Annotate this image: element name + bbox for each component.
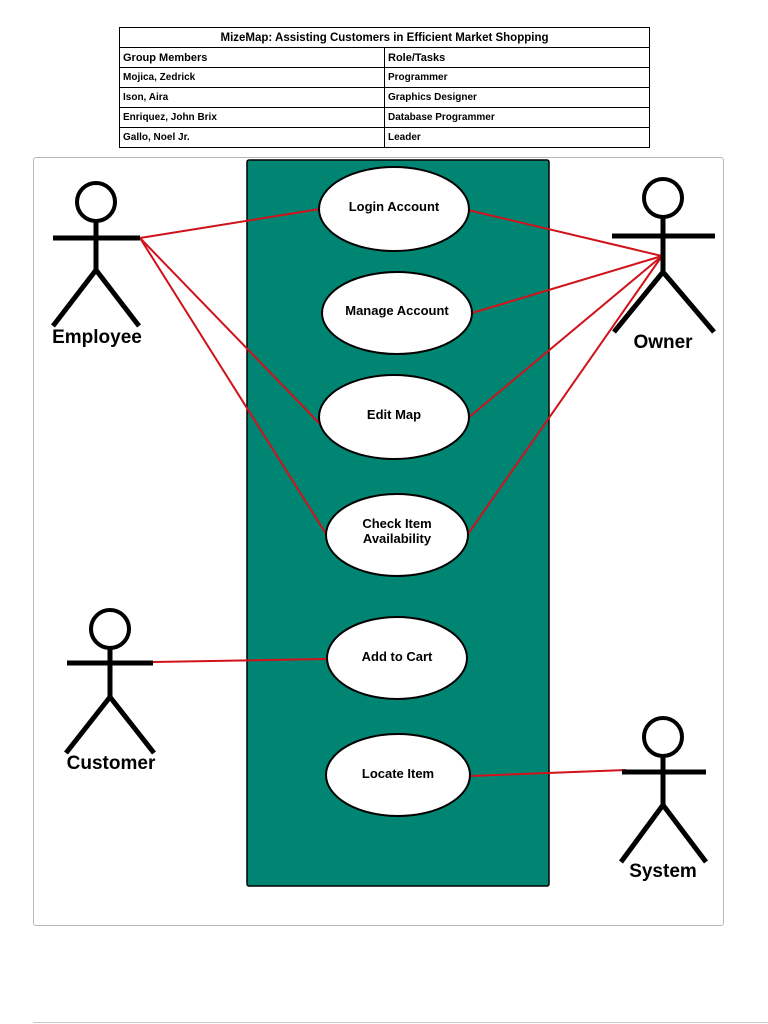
actor-system xyxy=(618,716,708,864)
actor-customer xyxy=(64,608,156,755)
table-row: Gallo, Noel Jr. Leader xyxy=(119,127,650,148)
group-info-table: MizeMap: Assisting Customers in Efficien… xyxy=(119,27,650,148)
association-owner-edit-map xyxy=(467,255,663,419)
role-cell: Leader xyxy=(384,127,650,148)
actor-label-system: System xyxy=(629,861,697,882)
actor-label-employee: Employee xyxy=(52,327,142,348)
actor-label-owner: Owner xyxy=(633,332,693,353)
use-case-label: Locate Item xyxy=(362,766,434,781)
user-icon xyxy=(89,608,131,650)
page-divider xyxy=(33,1022,768,1023)
association-system-locate xyxy=(469,769,627,777)
association-employee-check-item xyxy=(139,237,329,538)
actor-owner xyxy=(612,177,716,334)
association-customer-add-cart xyxy=(152,658,328,663)
actor-employee xyxy=(51,181,141,328)
use-case-edit-map: Edit Map xyxy=(318,374,470,460)
association-owner-manage xyxy=(471,255,663,314)
association-owner-check-item xyxy=(467,255,663,535)
actor-label-customer: Customer xyxy=(67,753,156,774)
use-case-check-item-availability: Check Item Availability xyxy=(325,493,469,577)
association-employee-login xyxy=(139,208,321,239)
use-case-manage-account: Manage Account xyxy=(321,271,473,355)
use-case-label: Check Item xyxy=(362,516,431,531)
use-case-label: Manage Account xyxy=(345,303,449,318)
diagram-frame xyxy=(33,157,724,926)
user-icon xyxy=(642,716,684,758)
user-icon xyxy=(642,177,684,219)
use-case-label: Login Account xyxy=(349,199,440,214)
use-case-label: Add to Cart xyxy=(362,649,433,664)
associations xyxy=(139,208,663,777)
user-icon xyxy=(75,181,117,223)
use-case-label: Availability xyxy=(363,531,432,546)
use-case-login: Login Account xyxy=(318,166,470,252)
association-employee-edit-map xyxy=(139,237,321,425)
use-case-locate-item: Locate Item xyxy=(325,733,471,817)
use-case-label: Edit Map xyxy=(367,407,421,422)
table-row: Enriquez, John Brix Database Programmer xyxy=(119,107,650,128)
use-case-add-to-cart: Add to Cart xyxy=(326,616,468,700)
association-owner-login xyxy=(467,209,663,257)
